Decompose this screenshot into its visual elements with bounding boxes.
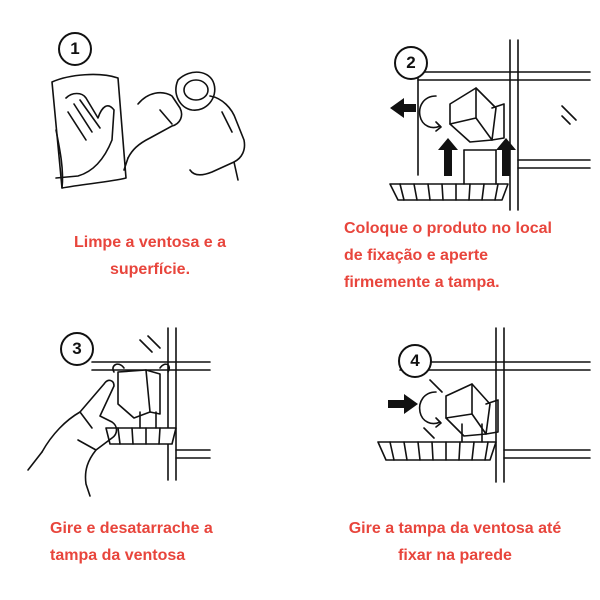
rotate-icon bbox=[418, 95, 441, 129]
caption-line: fixar na parede bbox=[398, 547, 512, 564]
shelf-basket-icon bbox=[105, 411, 177, 445]
caption-line: Gire a tampa da ventosa até bbox=[348, 520, 562, 537]
step-4-panel: 4 Gire a tampa da ventosa até fixar na p… bbox=[300, 300, 600, 600]
rotate-icon bbox=[418, 391, 441, 425]
caption-line: Limpe a ventosa e a bbox=[73, 234, 227, 251]
step-3-panel: 3 Gire e desatarrache a tampa da ventosa bbox=[0, 300, 300, 600]
arrow-up-icon bbox=[438, 138, 458, 176]
step-1-illustration bbox=[51, 71, 246, 189]
step-number-badge: 3 bbox=[60, 332, 94, 366]
caption-line: firmemente a tampa. bbox=[344, 274, 500, 291]
shelf-basket-icon bbox=[389, 149, 509, 201]
caption-line: superfície. bbox=[109, 261, 191, 278]
hand-icon bbox=[41, 379, 118, 497]
suction-cup-icon bbox=[117, 369, 151, 419]
suction-cup-icon bbox=[449, 87, 497, 143]
shelf-basket-icon bbox=[377, 423, 497, 461]
step-2-panel: 2 Coloque o produto no local de fixação … bbox=[300, 0, 600, 300]
hand-icon bbox=[127, 91, 183, 159]
step-number-badge: 4 bbox=[398, 344, 432, 378]
tile-wall bbox=[91, 327, 211, 481]
hand-icon bbox=[55, 92, 115, 179]
suction-cup-icon bbox=[445, 383, 491, 437]
step-caption: Coloque o produto no local de fixação e … bbox=[344, 215, 594, 296]
step-2-illustration bbox=[389, 39, 591, 211]
arrow-right-icon bbox=[388, 394, 418, 414]
arrow-up-icon bbox=[496, 138, 516, 176]
cloth-icon bbox=[51, 73, 127, 189]
step-number-badge: 1 bbox=[58, 32, 92, 66]
suction-cup-icon bbox=[175, 71, 216, 111]
caption-line: de fixação e aperte bbox=[344, 247, 489, 264]
step-3-illustration bbox=[27, 327, 211, 497]
step-1-panel: 1 Limpe a ventosa e a superfície. bbox=[0, 0, 300, 300]
step-caption: Gire a tampa da ventosa até fixar na par… bbox=[320, 515, 590, 569]
tile-wall bbox=[417, 39, 591, 211]
caption-line: Gire e desatarrache a bbox=[50, 520, 213, 537]
caption-line: tampa da ventosa bbox=[50, 547, 186, 564]
step-caption: Gire e desatarrache a tampa da ventosa bbox=[50, 515, 280, 569]
caption-line: Coloque o produto no local bbox=[344, 220, 552, 237]
step-caption: Limpe a ventosa e a superfície. bbox=[30, 229, 270, 283]
arrow-left-icon bbox=[390, 98, 416, 118]
step-number-badge: 2 bbox=[394, 46, 428, 80]
